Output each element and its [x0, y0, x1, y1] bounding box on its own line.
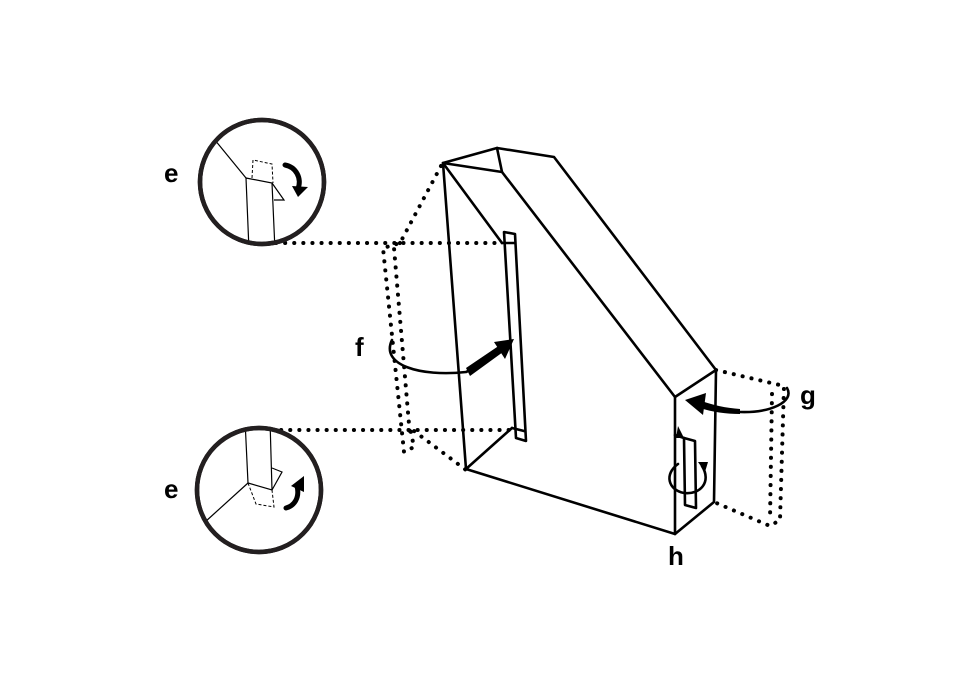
detail-bottom-fold [271, 467, 283, 491]
right-panel-inner-dotted [768, 392, 774, 522]
left-panel-inner-dotted [391, 241, 412, 438]
rotation-arrow-h-head [698, 462, 708, 472]
curved-arrow-icon-head [292, 186, 308, 197]
box-inner-fold-bottom [464, 426, 514, 471]
guide-lines [270, 164, 787, 529]
rotation-arrow-h-path [668, 462, 707, 495]
box-back-edge [673, 368, 718, 399]
curved-arrow-icon-head [291, 476, 304, 492]
detail-top-fold [271, 182, 286, 201]
label-g: g [800, 380, 816, 410]
box-side-panel [441, 161, 677, 536]
detail-bottom-dashed [247, 482, 275, 508]
tab-strip [502, 230, 528, 443]
box-top-rim-fold [495, 146, 504, 174]
arrow-f [388, 338, 514, 376]
arrow-f-head [494, 339, 514, 359]
detail-top-dashed [251, 159, 274, 184]
label-e-bottom: e [164, 474, 178, 504]
label-f: f [355, 332, 364, 362]
arrow-g-head [685, 393, 706, 415]
label-e-top: e [164, 158, 178, 188]
detail-circle-top [197, 117, 327, 247]
arrow-f-shaft [466, 345, 503, 376]
detail-circle-bottom [194, 425, 324, 555]
detail-bottom-edge-line [204, 482, 249, 523]
tab-strip-bottom-line [510, 426, 526, 433]
front-tab [682, 436, 698, 510]
right-panel-dotted [712, 368, 787, 529]
rotation-arrow-h [668, 426, 708, 495]
label-h: h [668, 541, 684, 571]
detail-top-flap [245, 177, 276, 243]
arrow-g-shaft [700, 401, 740, 414]
curved-arrow-icon [282, 162, 302, 192]
left-panel-dotted [380, 164, 468, 472]
rotation-arrow-h-tail [676, 426, 684, 438]
box-inner-fold-top [441, 161, 504, 245]
arrow-g [685, 386, 790, 415]
box-front-panel [673, 368, 718, 536]
magazine-file-box [441, 146, 718, 536]
box-top-rim [441, 146, 718, 372]
